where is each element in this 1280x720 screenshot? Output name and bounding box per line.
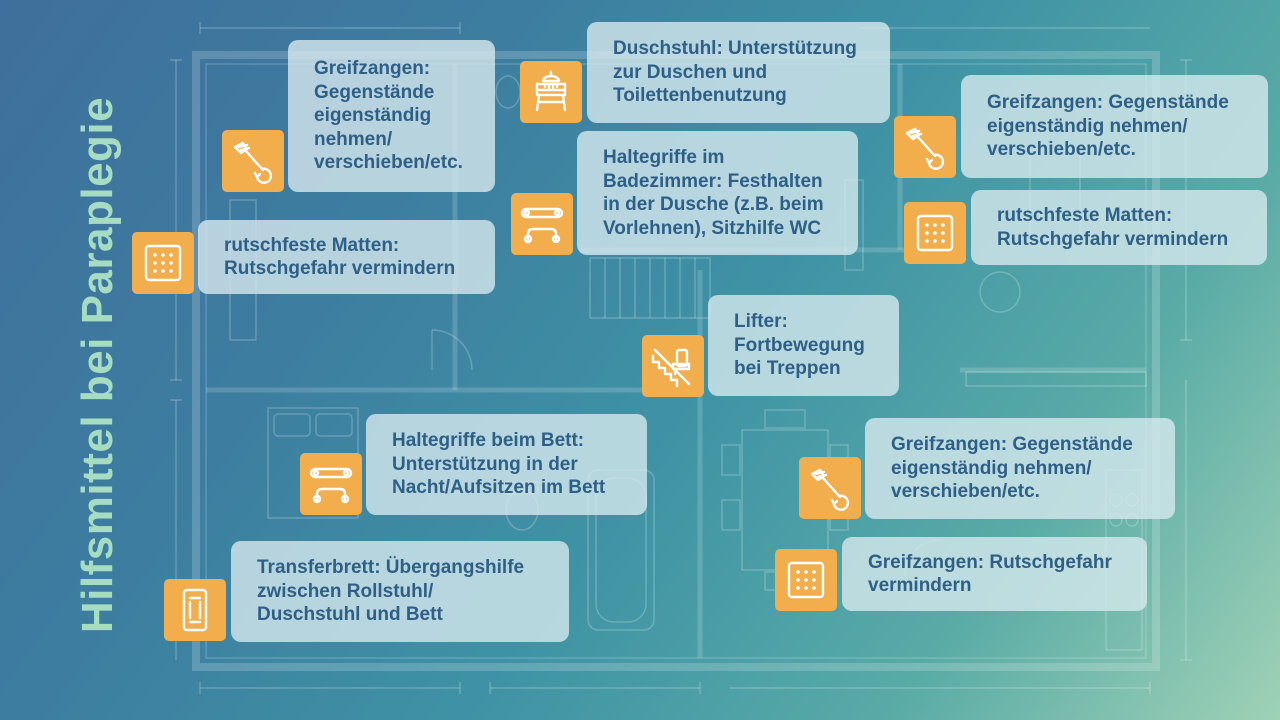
card-text: Duschstuhl: Unterstützung zur Duschen un… bbox=[613, 38, 857, 107]
page-title: Hilfsmittel bei Paraplegie bbox=[73, 96, 122, 634]
grabber-icon bbox=[799, 457, 861, 519]
card-text: Haltegriffe beim Bett: Unterstützung in … bbox=[392, 430, 606, 499]
info-card-matten-2: rutschfeste Matten: Rutschgefahr vermind… bbox=[971, 190, 1267, 265]
info-card-greifzangen-3: Greifzangen: Gegenstände eigenständig ne… bbox=[865, 418, 1175, 519]
stair-lift-icon bbox=[642, 335, 704, 397]
grab-bar-icon bbox=[511, 193, 573, 255]
card-text: Lifter: Fortbewegung bei Treppen bbox=[734, 311, 865, 380]
info-card-greifzangen-2: Greifzangen: Gegenstände eigenständig ne… bbox=[961, 75, 1268, 178]
info-card-lifter: Lifter: Fortbewegung bei Treppen bbox=[708, 295, 899, 396]
card-text: rutschfeste Matten: Rutschgefahr vermind… bbox=[997, 205, 1229, 250]
grab-bar-icon bbox=[300, 453, 362, 515]
info-card-haltegriffe-bad: Haltegriffe im Badezimmer: Festhalten in… bbox=[577, 131, 858, 255]
transfer-board-icon bbox=[164, 579, 226, 641]
shower-chair-icon bbox=[520, 61, 582, 123]
card-text: Greifzangen: Gegenstände eigenständig ne… bbox=[987, 92, 1229, 161]
card-text: Greifzangen: Rutschgefahr vermindern bbox=[868, 551, 1112, 597]
card-text: Greifzangen: Gegenstände eigenständig ne… bbox=[314, 58, 463, 174]
info-card-transferbrett: Transferbrett: Übergangshilfe zwischen R… bbox=[231, 541, 569, 642]
info-card-duschstuhl: Duschstuhl: Unterstützung zur Duschen un… bbox=[587, 22, 890, 123]
non-slip-mat-icon bbox=[132, 232, 194, 294]
card-text: Greifzangen: Gegenstände eigenständig ne… bbox=[891, 434, 1133, 503]
card-text: Haltegriffe im Badezimmer: Festhalten in… bbox=[603, 147, 824, 239]
info-card-greifzangen-4: Greifzangen: Rutschgefahr vermindern bbox=[842, 537, 1147, 611]
info-card-greifzangen-1: Greifzangen: Gegenstände eigenständig ne… bbox=[288, 40, 495, 192]
non-slip-mat-icon bbox=[775, 549, 837, 611]
info-card-matten-1: rutschfeste Matten: Rutschgefahr vermind… bbox=[198, 220, 495, 294]
info-card-haltegriffe-bett: Haltegriffe beim Bett: Unterstützung in … bbox=[366, 414, 647, 515]
non-slip-mat-icon bbox=[904, 202, 966, 264]
card-text: rutschfeste Matten: Rutschgefahr vermind… bbox=[224, 234, 456, 280]
grabber-icon bbox=[894, 116, 956, 178]
card-text: Transferbrett: Übergangshilfe zwischen R… bbox=[257, 557, 525, 626]
grabber-icon bbox=[222, 130, 284, 192]
